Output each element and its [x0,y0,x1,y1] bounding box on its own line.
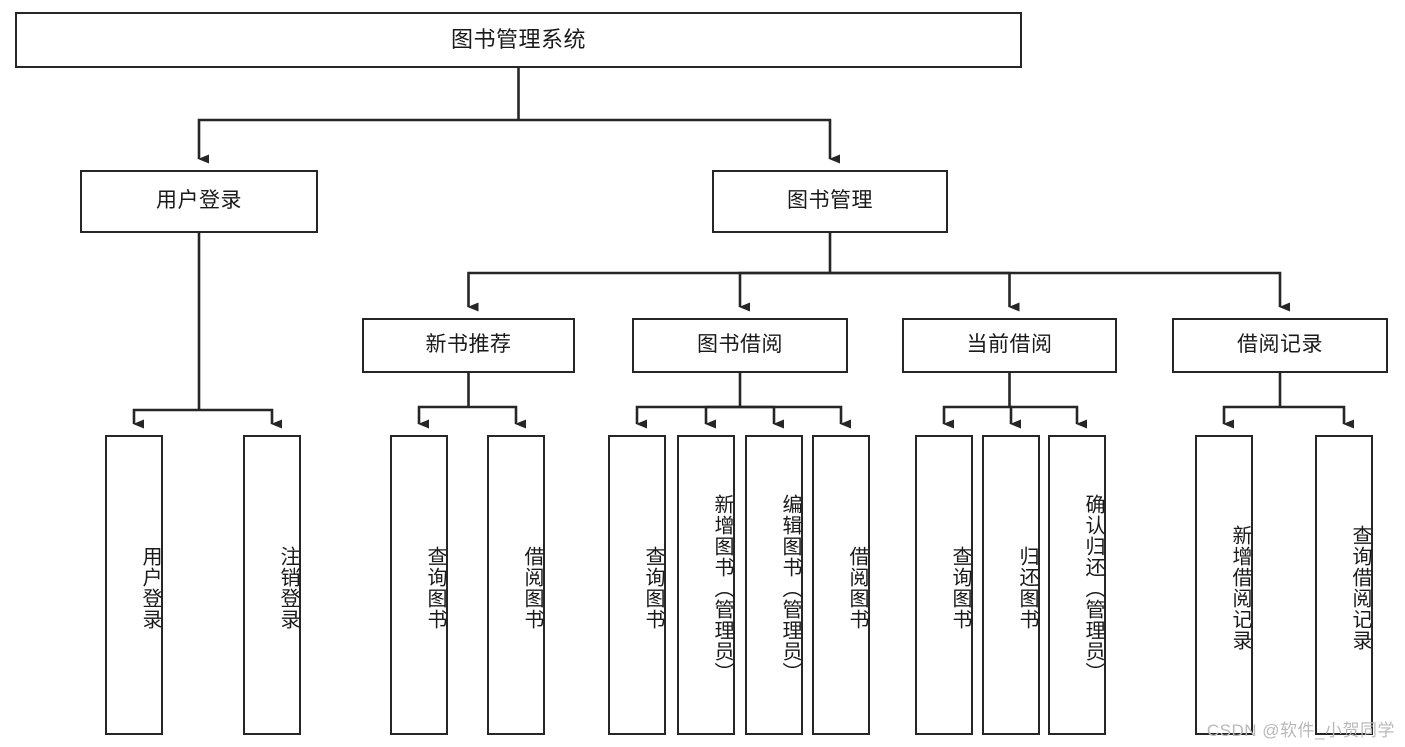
leaf-node-label: 用户登录 [139,546,161,630]
node-book-manage[interactable]: 图书管理 [712,170,948,233]
node-new-book-recommend-label: 新书推荐 [425,333,512,357]
leaf-node[interactable]: 查询借阅记录 [1315,435,1373,735]
node-book-borrow[interactable]: 图书借阅 [632,318,848,373]
node-root-label: 图书管理系统 [450,27,586,53]
node-user-login-label: 用户登录 [156,189,242,213]
leaf-node[interactable]: 新增图书（管理员） [677,435,735,735]
leaf-node-label: 确认归还（管理员） [1082,493,1104,683]
leaf-node-label: 新增借阅记录 [1229,525,1251,651]
node-root[interactable]: 图书管理系统 [15,12,1022,68]
leaf-node[interactable]: 查询图书 [608,435,666,735]
leaf-node[interactable]: 归还图书 [982,435,1040,735]
leaf-node[interactable]: 借阅图书 [812,435,870,735]
leaf-node-label: 借阅图书 [521,546,543,630]
leaf-node-label: 查询借阅记录 [1349,525,1371,651]
leaf-node[interactable]: 用户登录 [105,435,163,735]
leaf-node[interactable]: 注销登录 [243,435,301,735]
leaf-node[interactable]: 新增借阅记录 [1195,435,1253,735]
leaf-node[interactable]: 查询图书 [390,435,448,735]
leaf-node[interactable]: 借阅图书 [487,435,545,735]
leaf-node-label: 注销登录 [277,546,299,630]
leaf-node-label: 归还图书 [1016,546,1038,630]
leaf-node-label: 新增图书（管理员） [711,493,733,683]
node-current-borrow-label: 当前借阅 [966,333,1053,357]
node-current-borrow[interactable]: 当前借阅 [902,318,1117,373]
leaf-node-label: 查询图书 [949,546,971,630]
leaf-node[interactable]: 查询图书 [915,435,973,735]
leaf-node-label: 编辑图书（管理员） [779,493,801,683]
node-book-manage-label: 图书管理 [787,189,873,213]
node-book-borrow-label: 图书借阅 [697,333,783,357]
node-borrow-record-label: 借阅记录 [1237,333,1323,357]
leaf-node[interactable]: 确认归还（管理员） [1048,435,1106,735]
node-new-book-recommend[interactable]: 新书推荐 [362,318,575,373]
leaf-node[interactable]: 编辑图书（管理员） [745,435,803,735]
leaf-node-label: 查询图书 [424,546,446,630]
node-borrow-record[interactable]: 借阅记录 [1172,318,1388,373]
leaf-node-label: 借阅图书 [846,546,868,630]
node-user-login[interactable]: 用户登录 [80,170,318,233]
leaf-node-label: 查询图书 [642,546,664,630]
